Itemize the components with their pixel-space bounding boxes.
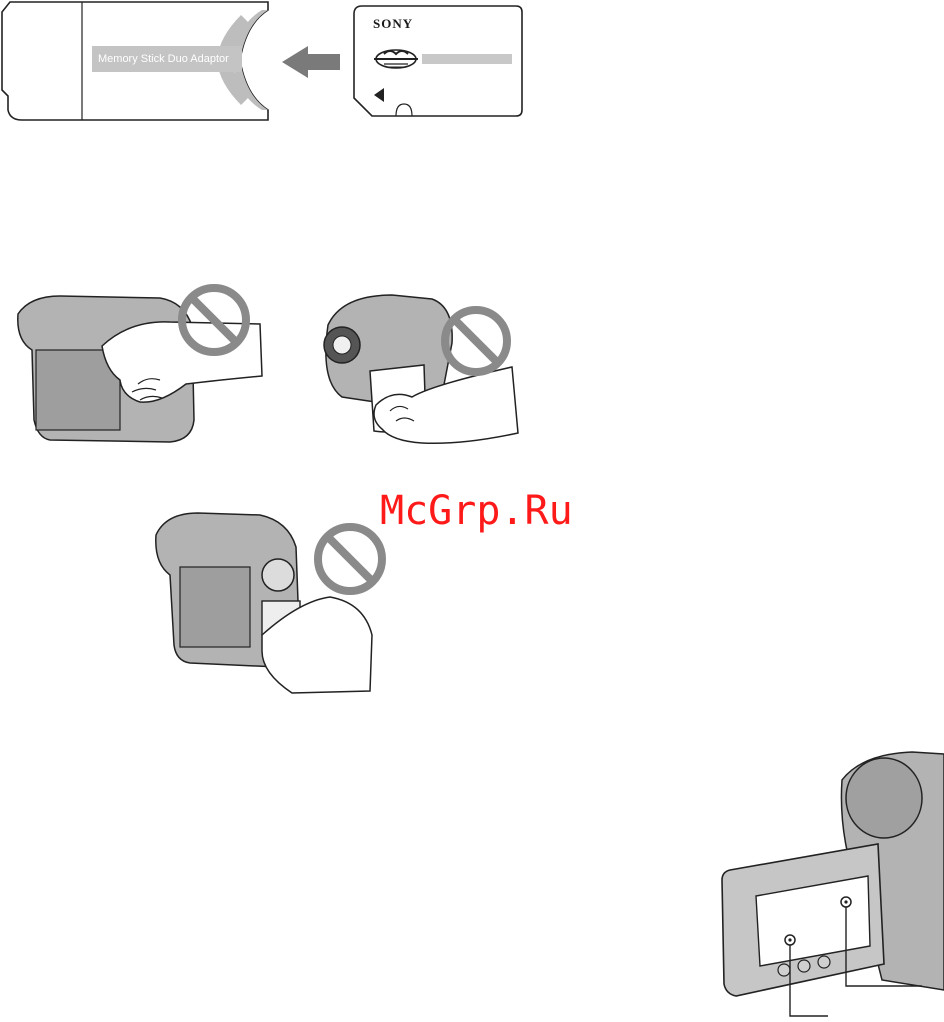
watermark-text: McGrp.Ru [380, 488, 573, 534]
lcd-button [778, 964, 790, 976]
figure-hold-by-lcd [312, 285, 524, 450]
camcorder-viewfinder [846, 758, 922, 838]
lcd-button [798, 960, 810, 972]
camcorder-viewfinder-drawing [10, 280, 275, 450]
camcorder-battery-drawing [150, 505, 390, 700]
memory-stick-label-band [422, 54, 512, 64]
figure-hold-by-viewfinder [10, 280, 275, 450]
sony-brand-text: SONY [373, 16, 413, 32]
adaptor-label: Memory Stick Duo Adaptor [92, 46, 242, 72]
lcd-button [818, 956, 830, 968]
camcorder-lcd-panel [180, 567, 250, 647]
figure-hold-by-battery [150, 505, 390, 700]
prohibited-icon [318, 527, 382, 591]
figure-lcd-panel-open [712, 750, 944, 1022]
insert-arrow-icon [282, 46, 340, 78]
camcorder-lcd-drawing [312, 285, 524, 450]
prohibited-icon [445, 310, 507, 372]
adaptor-drawing [0, 0, 530, 125]
camcorder-viewfinder [262, 559, 294, 591]
camcorder-open-drawing [712, 750, 944, 1022]
figure-memory-stick-adaptor: Memory Stick Duo Adaptor SONY [0, 0, 530, 125]
